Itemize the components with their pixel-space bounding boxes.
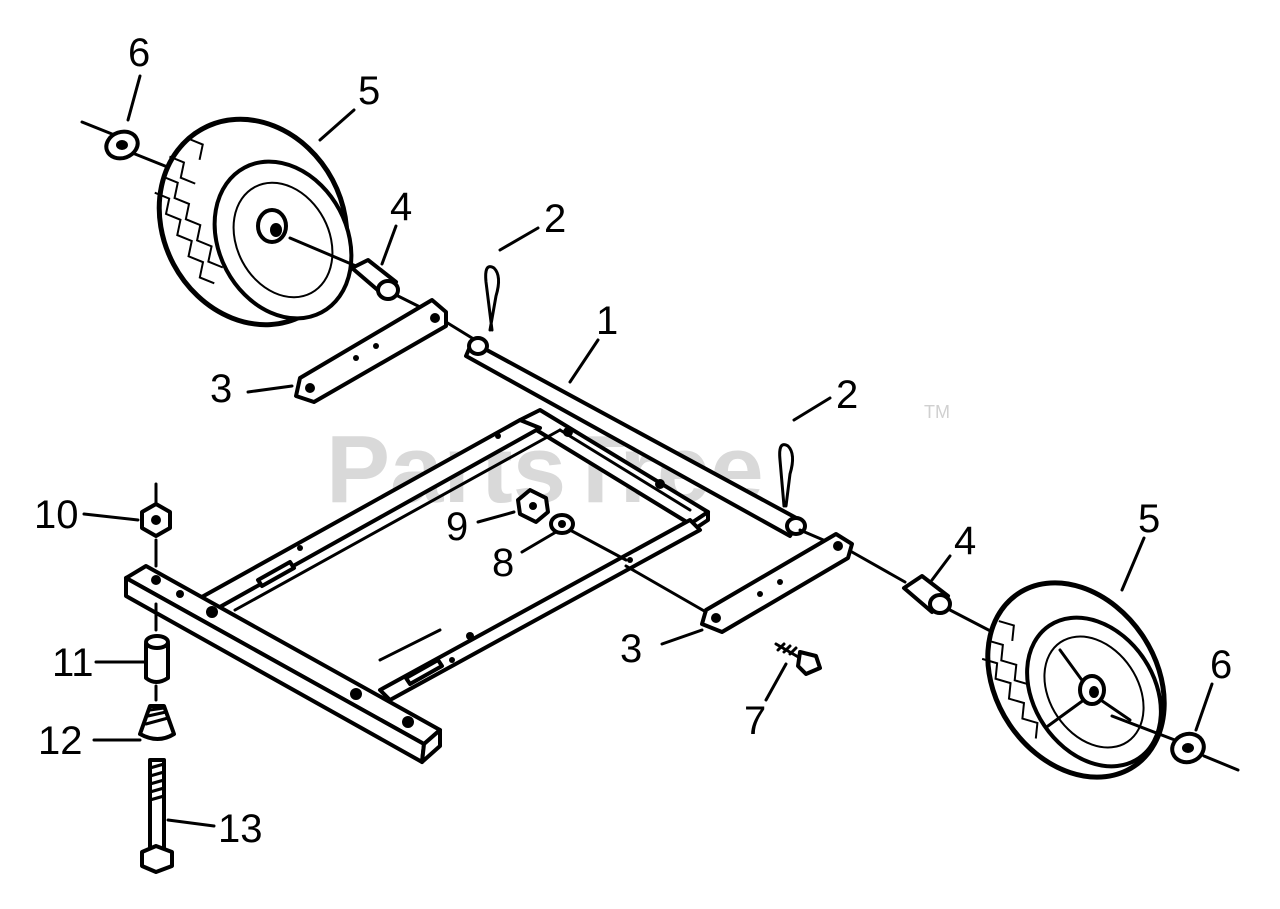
callout-6-upper: 6 [128, 31, 150, 75]
cotter-pin-lower [778, 443, 795, 508]
wheel-lower-right [902, 574, 1240, 780]
wheel-upper-left [80, 116, 432, 328]
callout-3-upper: 3 [210, 367, 232, 411]
callout-12: 12 [38, 719, 83, 763]
link-arm-lower [700, 532, 907, 634]
frame [124, 408, 710, 764]
callout-4-lower: 4 [954, 519, 976, 563]
hardware-stack [138, 482, 176, 874]
callout-6-lower: 6 [1210, 643, 1232, 687]
bolt-7 [774, 642, 822, 676]
callout-2-lower: 2 [836, 373, 858, 417]
link-arm-upper [294, 298, 448, 404]
callout-4-upper: 4 [390, 185, 412, 229]
leader-lines [82, 74, 1214, 828]
watermark: PartsTree TM [326, 402, 950, 523]
callout-7: 7 [744, 699, 766, 743]
callouts: 6 5 4 2 1 3 2 10 9 8 4 5 3 11 7 6 12 13 [34, 31, 1232, 851]
callout-9: 9 [446, 505, 468, 549]
callout-11: 11 [52, 641, 94, 685]
callout-2-upper: 2 [544, 197, 566, 241]
callout-3-lower: 3 [620, 627, 642, 671]
cotter-pin-upper [484, 265, 501, 332]
callout-8: 8 [492, 541, 514, 585]
nut-9 [516, 488, 550, 524]
callout-1: 1 [596, 299, 618, 343]
callout-13: 13 [218, 807, 263, 851]
watermark-trademark: TM [924, 402, 950, 422]
callout-5-lower: 5 [1138, 497, 1160, 541]
callout-10: 10 [34, 493, 79, 537]
washer-8 [549, 513, 708, 614]
callout-5-upper: 5 [358, 69, 380, 113]
